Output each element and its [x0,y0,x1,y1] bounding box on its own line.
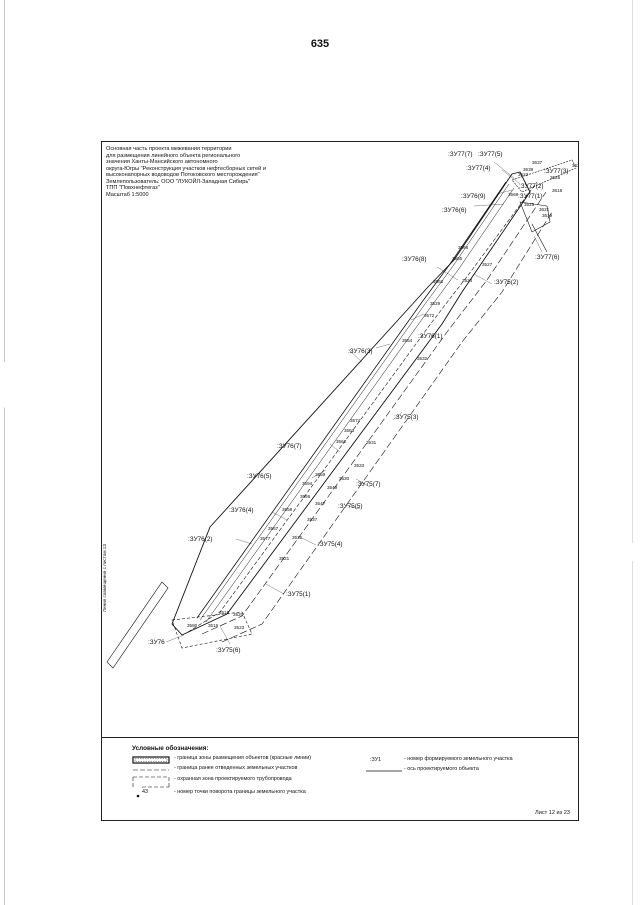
point-number: 3562 [433,279,444,284]
point-number: 3580 [187,623,198,628]
plot-label: :ЗУ77(2) [519,183,544,190]
plot-label: :ЗУ77(5) [478,151,503,158]
legend-item: - номер точки поворота границы земельног… [174,789,306,795]
point-number: 3639 [523,167,534,172]
plot-label: :ЗУ76(1) [418,333,443,340]
plot-label: :ЗУ75(6) [216,647,241,654]
point-number: 3525 [524,202,535,207]
title-line: значения Ханты-Мансийского автономного [106,159,218,165]
page-number: 635 [310,38,330,50]
point-number: 3572 [424,313,435,318]
point-number: 3562 [336,439,347,444]
plot-label: :ЗУ75(5) [338,503,363,510]
point-number: 3565 [452,256,463,261]
point-number: 3563 [344,428,355,433]
point-number: 3621 [539,207,550,212]
point-number: 3529 [430,301,441,306]
plot-label: :ЗУ76(2) [188,536,213,543]
plot-label: :ЗУ77(4) [466,165,491,172]
plot-label: :ЗУ77(7) [448,151,473,158]
title-line: высоконапорных водоводов Потоковского ме… [106,172,260,178]
plot-label: :ЗУ76(8) [402,256,427,263]
point-number: 3531 [366,440,377,445]
legend-axis-symbol [366,770,402,772]
drawing-title-block: Основная часть проекта межевания террито… [106,146,346,198]
plot-label: :ЗУ75(2) [494,279,519,286]
legend-item: - охранная зона проектируемого трубопров… [174,776,292,782]
point-number: 3594 [302,481,313,486]
plot-label: :ЗУ75(4) [318,541,343,548]
plot-label: :ЗУ76(3) [348,348,373,355]
title-line: ТПП "Повхнефтегаз" [106,185,160,191]
point-number: 3564 [402,338,413,343]
point-number: 3537 [307,517,318,522]
point-number: 3524 [462,278,473,283]
map-area: :ЗУ77(7) :ЗУ77(5) :ЗУ77(4) :ЗУ77(3) :ЗУ7… [102,142,578,738]
point-number: 3521 [279,556,290,561]
legend-item: - граница зоны размещения объектов (крас… [174,755,312,761]
point-number: 3558 [282,507,293,512]
point-number: 3530 [339,476,350,481]
allocated-plots-outline [187,181,538,633]
title-line: округа-Югры "Реконструкция участков нефт… [106,165,266,172]
point-number: 3547 [315,501,326,506]
sheet-join-note: Линия совмещения с листом 13 [102,544,107,612]
point-number: 3533 [354,463,365,468]
legend-symbols [132,756,170,798]
scan-edge-left [4,0,5,905]
plot-label: :ЗУ76(5) [247,473,272,480]
title-line: для размещения линейного объекта региона… [106,152,241,159]
map-sheet: :ЗУ77(7) :ЗУ77(5) :ЗУ77(4) :ЗУ77(3) :ЗУ7… [101,141,579,821]
point-number: 3527 [482,262,493,267]
point-number: 3519 [542,213,553,218]
legend-item: - граница ранее отведенных земельных уча… [174,765,298,771]
plot-label: :ЗУ76(4) [229,507,254,514]
point-number: 3520 [233,612,244,617]
point-numbers: 3637 3639 3622 362 3625 3618 3621 3519 3… [187,160,578,630]
plot-label: :ЗУ76 [148,639,165,646]
sheet-number: Лист 12 из 23 [535,810,570,816]
point-number: 3523 [234,625,245,630]
point-number: 3518 [219,610,230,615]
legend-title: Условные обозначения: [132,745,209,752]
plot-label: :ЗУ75(1) [286,591,311,598]
plot-label: :ЗУ76(9) [461,193,486,200]
title-line: Масштаб 1:5000 [106,191,149,198]
plot-label: :ЗУ77(6) [535,254,560,261]
legend-sample-label: :ЗУ1 [370,757,382,763]
plot-label: :ЗУ76(6) [442,207,467,214]
point-number: 3637 [532,160,543,165]
point-number: 3516 [208,623,219,628]
plot-label: :ЗУ75(3) [394,414,419,421]
pipeline-axis [196,181,507,619]
point-number: 3618 [552,188,563,193]
legend: Условные обозначения: - граница зоны раз… [102,738,578,820]
legend-item: - номер формируемого земельного участка [404,756,513,762]
scan-edge-right [632,0,633,905]
cadastral-drawing: :ЗУ77(7) :ЗУ77(5) :ЗУ77(4) :ЗУ77(3) :ЗУ7… [106,151,578,669]
plot-label: :ЗУ75(7) [356,481,381,488]
title-line: Землепользователь: ООО "ЛУКОЙЛ-Западная … [106,178,251,185]
plot-label: :ЗУ76(7) [277,443,302,450]
point-number: 3625 [550,175,561,180]
plot-labels: :ЗУ77(7) :ЗУ77(5) :ЗУ77(4) :ЗУ77(3) :ЗУ7… [148,151,569,654]
point-number: 362 [572,163,578,168]
red-line-boundary [171,171,531,636]
legend-item: - ось проектируемого объекта [404,766,479,772]
title-line: Основная часть проекта межевания террито… [106,146,232,152]
plot-label: :ЗУ77(3) [544,168,569,175]
point-number: 3566 [458,245,469,250]
point-number: 3549 [327,485,338,490]
point-number: 3559 [315,472,326,477]
point-number: 3532 [417,356,428,361]
point-number: 3567 [268,526,279,531]
plot-label: :ЗУ77(1) [518,193,543,200]
point-number: 3622 [518,172,529,177]
point-number: 3566 [300,494,311,499]
point-number: 3577 [260,536,271,541]
point-number: 3536 [292,535,303,540]
point-number: 3574 [350,418,361,423]
point-number: 3568 [508,192,519,197]
legend-sample-point: 43 [142,789,148,795]
